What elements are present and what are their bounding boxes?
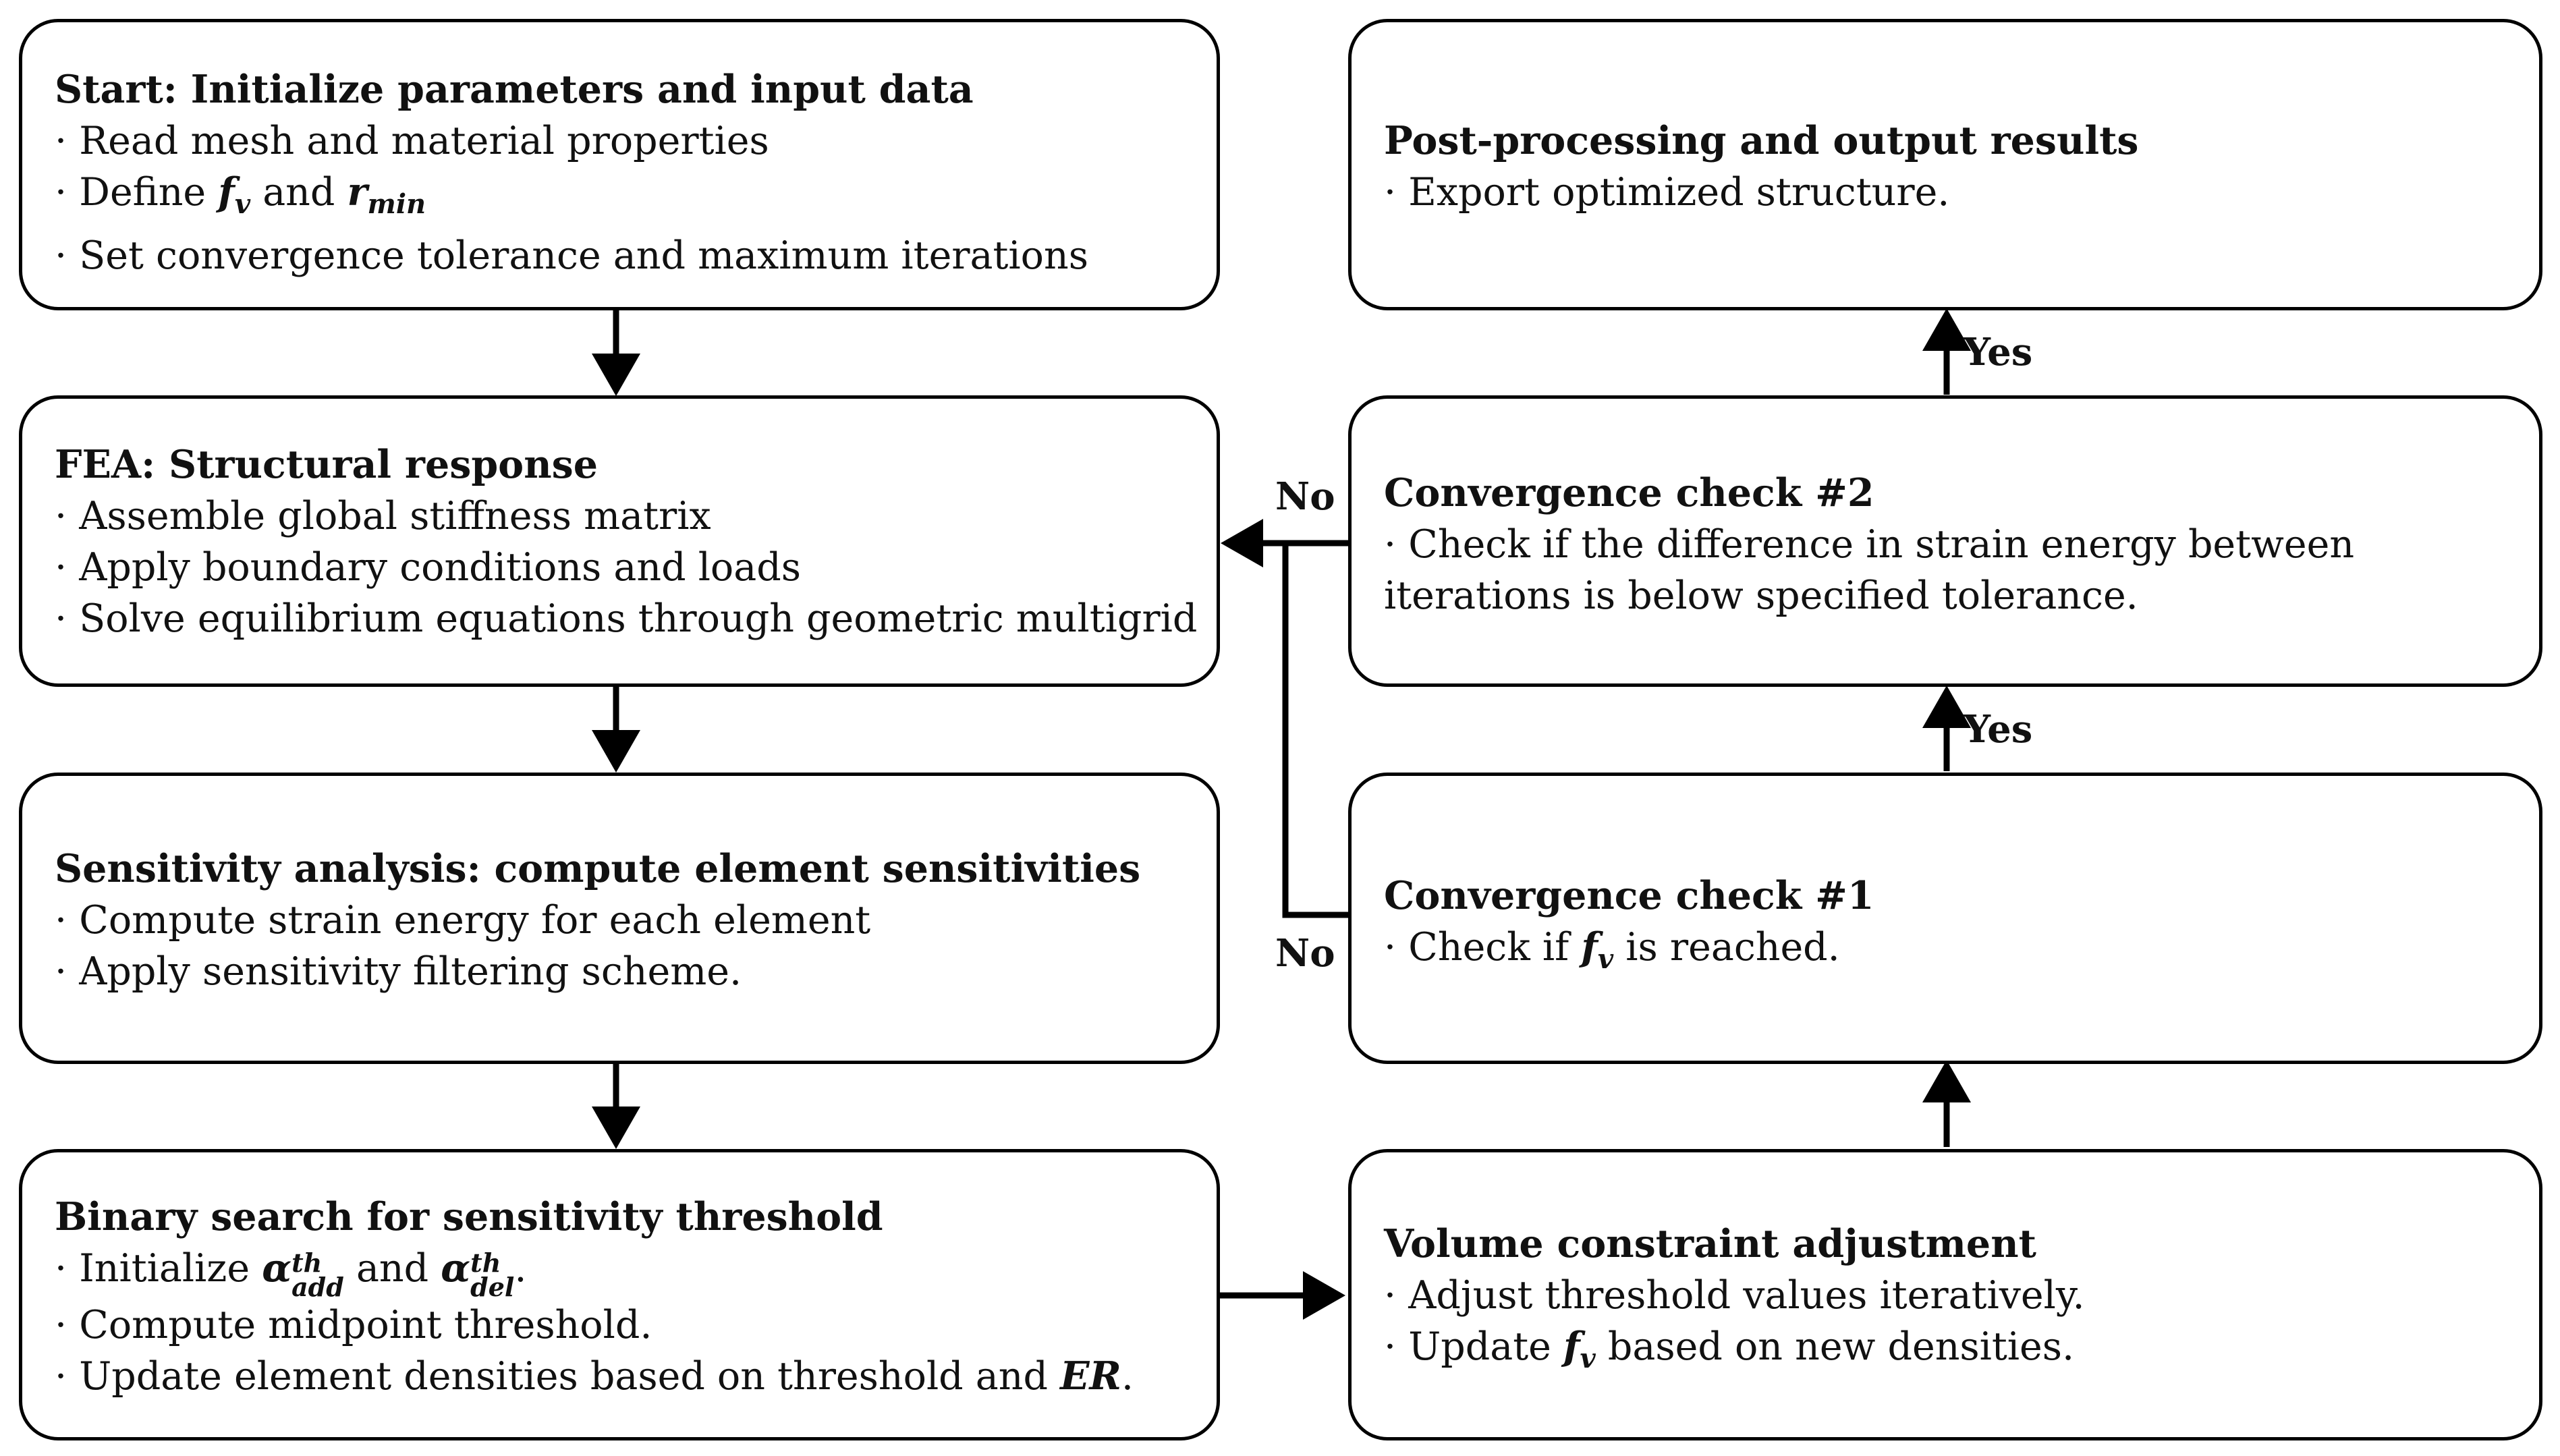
volume-title: Volume constraint adjustment (1384, 1221, 2036, 1266)
bullet: · (55, 1354, 67, 1399)
bullet: · (55, 494, 67, 538)
start-item: · Define fv and rmin (55, 169, 426, 220)
sensitivity-box: Sensitivity analysis: compute element se… (19, 773, 1220, 1064)
start-item: · Read mesh and material properties (55, 119, 769, 163)
bullet: · (55, 898, 67, 943)
bullet: · (1384, 1324, 1397, 1369)
conv2-item: · Check if the difference in strain ener… (1384, 522, 2355, 618)
binary-item: · Compute midpoint threshold. (55, 1303, 652, 1347)
bullet: · (1384, 170, 1397, 215)
yes-label-mid: Yes (1964, 707, 2033, 752)
binary-item: · Update element densities based on thre… (55, 1353, 1134, 1399)
bullet: · (55, 233, 67, 278)
post-item: · Export optimized structure. (1384, 170, 1950, 215)
sensitivity-title: Sensitivity analysis: compute element se… (55, 846, 1141, 891)
bullet: · (55, 119, 67, 163)
bullet: · (55, 1246, 67, 1291)
conv1-box: Convergence check #1 · Check if fv is re… (1348, 773, 2542, 1064)
bullet: · (55, 545, 67, 590)
line-conv1-no-loop (1282, 543, 1348, 918)
volume-item: · Adjust threshold values iteratively. (1384, 1273, 2085, 1318)
start-box: Start: Initialize parameters and input d… (19, 19, 1220, 310)
binary-box: Binary search for sensitivity threshold … (19, 1149, 1220, 1440)
conv2-box: Convergence check #2 · Check if the diff… (1348, 395, 2542, 687)
post-title: Post-processing and output results (1384, 118, 2139, 163)
conv2-title: Convergence check #2 (1384, 470, 1874, 515)
bullet: · (1384, 1273, 1397, 1318)
bullet: · (1384, 522, 1397, 567)
no-label-bottom: No (1275, 931, 1335, 976)
bullet: · (55, 949, 67, 994)
var-r: r (347, 169, 368, 215)
volume-box: Volume constraint adjustment · Adjust th… (1348, 1149, 2542, 1440)
no-label-top: No (1275, 474, 1335, 519)
start-title: Start: Initialize parameters and input d… (55, 67, 974, 112)
bullet: · (55, 1303, 67, 1347)
post-box: Post-processing and output results · Exp… (1348, 19, 2542, 310)
fea-item: · Assemble global stiffness matrix (55, 494, 711, 538)
yes-label-top: Yes (1964, 330, 2033, 374)
var-alpha: α (441, 1245, 471, 1291)
conv1-item: · Check if fv is reached. (1384, 924, 1840, 975)
var-f: f (1581, 924, 1598, 970)
sensitivity-item: · Compute strain energy for each element (55, 898, 871, 943)
var-f: f (1563, 1324, 1580, 1369)
binary-title: Binary search for sensitivity threshold (55, 1194, 883, 1239)
bullet: · (1384, 925, 1397, 970)
var-f: f (218, 169, 235, 215)
fea-item: · Solve equilibrium equations through ge… (55, 596, 1198, 641)
var-er: ER (1060, 1353, 1121, 1399)
bullet: · (55, 596, 67, 641)
bullet: · (55, 170, 67, 215)
conv1-title: Convergence check #1 (1384, 873, 1874, 918)
fea-title: FEA: Structural response (55, 442, 598, 487)
fea-item: · Apply boundary conditions and loads (55, 545, 801, 590)
sensitivity-item: · Apply sensitivity filtering scheme. (55, 949, 742, 994)
var-alpha: α (262, 1245, 292, 1291)
volume-item: · Update fv based on new densities. (1384, 1324, 2075, 1374)
fea-box: FEA: Structural response · Assemble glob… (19, 395, 1220, 687)
start-item: · Set convergence tolerance and maximum … (55, 233, 1088, 278)
